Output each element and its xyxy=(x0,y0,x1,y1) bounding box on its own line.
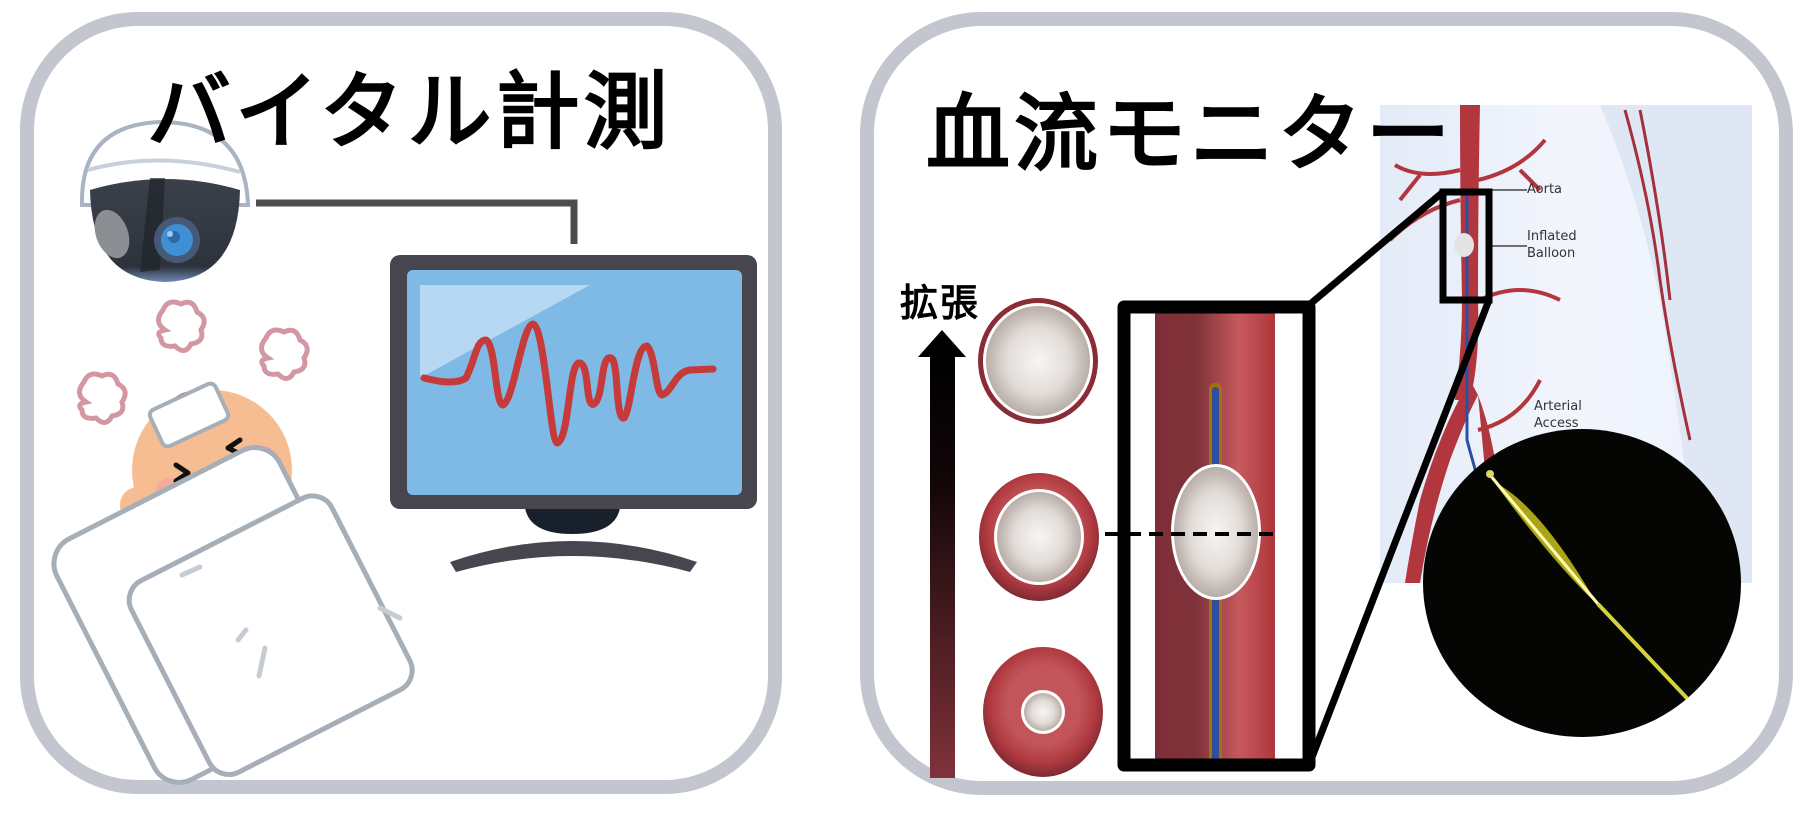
anatomy-label-aorta: Aorta xyxy=(1527,182,1563,197)
dome-camera-icon xyxy=(79,119,251,282)
anatomy-label-access: Access xyxy=(1534,416,1579,431)
vessel-zoom-box xyxy=(1105,300,1316,772)
connector-line-top xyxy=(1306,189,1446,308)
steam-puff-icons xyxy=(77,299,310,425)
cross-section-fit xyxy=(979,473,1099,601)
connector-line-bottom xyxy=(1305,298,1493,767)
expansion-arrow-icon xyxy=(918,330,966,778)
anatomy-label-arterial: Arterial xyxy=(1534,399,1582,414)
panel-title-blood-flow-monitor: 血流モニター xyxy=(926,85,1455,183)
vital-monitor-icon xyxy=(390,255,757,572)
balloon-catheter-photo xyxy=(1423,429,1741,737)
futon-icon xyxy=(51,445,415,785)
cross-section-narrow xyxy=(983,647,1103,777)
panel-title-vital-measurement: バイタル計測 xyxy=(147,63,672,161)
cable-line xyxy=(256,199,578,244)
anatomy-illustration xyxy=(1380,105,1752,583)
anatomy-label-inflated: Inflated xyxy=(1527,229,1577,244)
inset-highlight-box xyxy=(1439,188,1493,304)
cross-section-dilated xyxy=(978,298,1098,424)
expansion-label: 拡張 xyxy=(900,281,981,325)
anatomy-label-balloon: Balloon xyxy=(1527,246,1576,261)
